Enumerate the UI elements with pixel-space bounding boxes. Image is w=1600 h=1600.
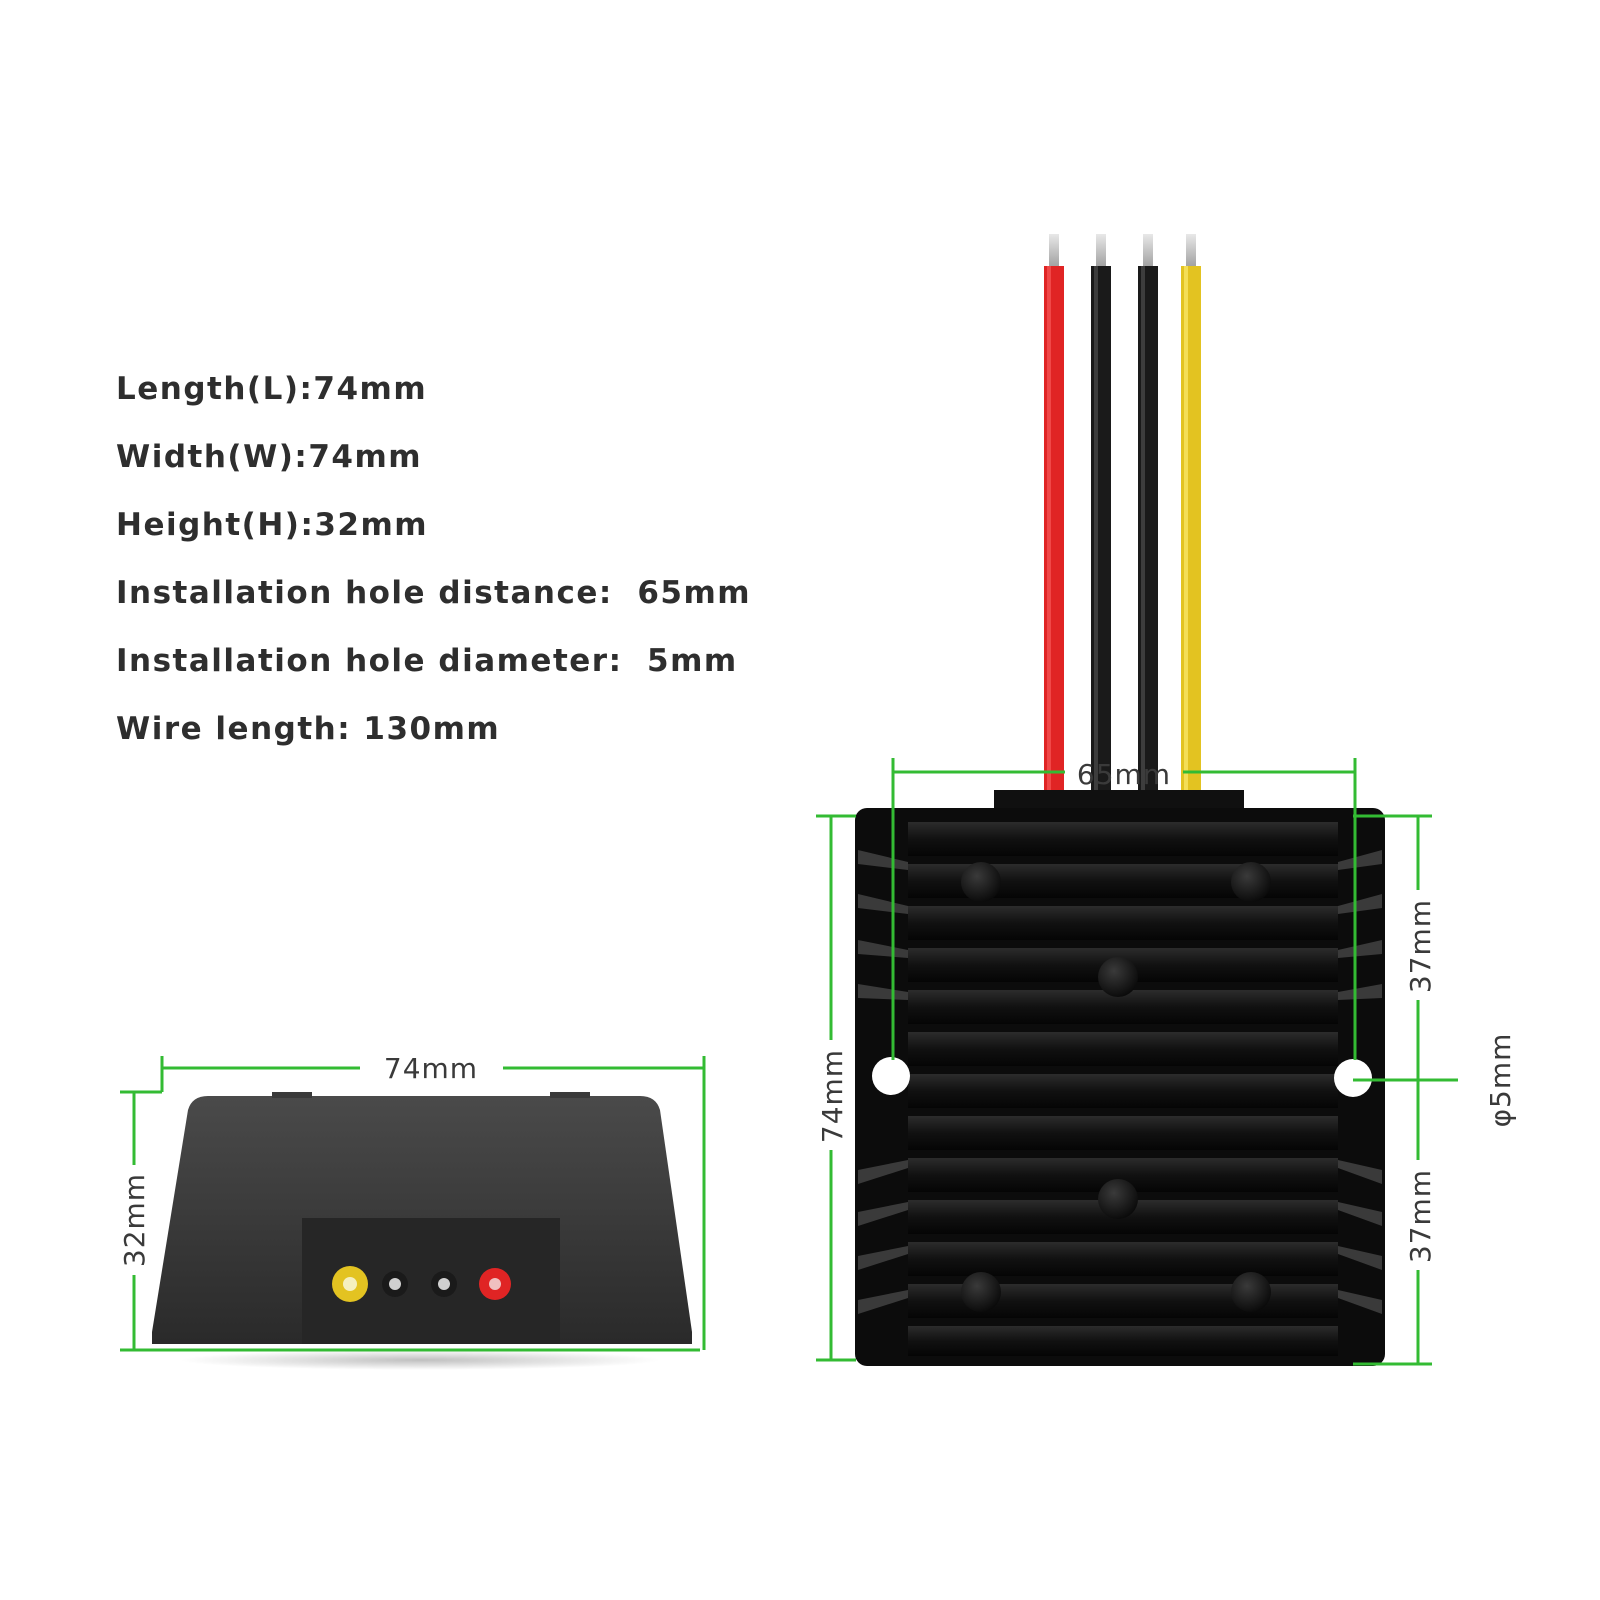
hole-distance-label: 65mm — [1077, 758, 1171, 791]
screw-bosses — [961, 862, 1271, 1312]
black-terminal — [382, 1271, 408, 1297]
red-terminal — [479, 1268, 511, 1300]
spec-hole-diameter: Installation hole diameter: 5mm — [116, 643, 738, 679]
spec-wire-length: Wire length: 130mm — [116, 711, 501, 747]
side-height-label: 32mm — [118, 1173, 151, 1267]
side-view — [152, 1092, 692, 1370]
top-view — [855, 234, 1385, 1366]
top-dimension-lines — [816, 758, 1458, 1366]
side-foot — [272, 1092, 312, 1098]
upper-half-label: 37mm — [1404, 899, 1437, 993]
spec-width: Width(W):74mm — [116, 439, 423, 475]
side-shadow — [180, 1350, 660, 1370]
hole-diameter-label: φ5mm — [1484, 1033, 1517, 1128]
black-wire — [1091, 234, 1111, 796]
side-dimension-lines — [120, 1056, 706, 1352]
mounting-hole-left — [872, 1057, 910, 1095]
side-foot — [550, 1092, 590, 1098]
top-length-label: 74mm — [816, 1049, 849, 1143]
spec-list: Length(L):74mm Width(W):74mm Height(H):3… — [116, 368, 751, 776]
spec-height: Height(H):32mm — [116, 507, 429, 543]
black-wire — [1138, 234, 1158, 796]
black-terminal — [431, 1271, 457, 1297]
red-wire — [1044, 234, 1064, 796]
side-width-label: 74mm — [384, 1052, 478, 1085]
mounting-hole-right — [1334, 1059, 1372, 1097]
yellow-terminal — [332, 1266, 368, 1302]
lower-half-label: 37mm — [1404, 1169, 1437, 1263]
spec-hole-distance: Installation hole distance: 65mm — [116, 575, 752, 611]
yellow-wire — [1181, 234, 1201, 796]
spec-length: Length(L):74mm — [116, 371, 428, 407]
